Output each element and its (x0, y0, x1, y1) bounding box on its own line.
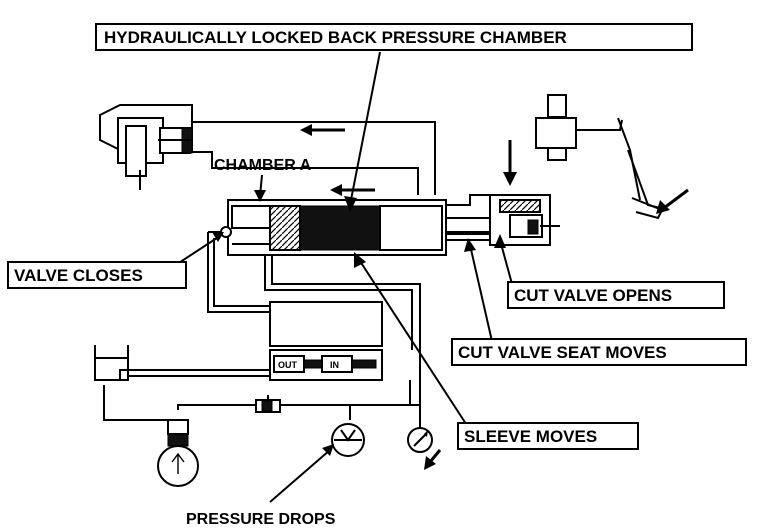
callout-valve-closes: VALVE CLOSES (7, 261, 187, 289)
port-out-label: OUT (278, 360, 298, 370)
pressure-switch (331, 423, 365, 457)
callout-cut-valve-opens: CUT VALVE OPENS (507, 281, 725, 309)
cut-valve-opens-text: CUT VALVE OPENS (514, 286, 672, 305)
sleeve-moves-text: SLEEVE MOVES (464, 427, 597, 446)
fluid-lines (103, 232, 421, 440)
pump-motor (157, 419, 199, 487)
chamber-a-label: CHAMBER A (214, 157, 312, 174)
pressure-gauge (407, 427, 442, 470)
caliper-pipe (192, 121, 436, 195)
callout-top: HYDRAULICALLY LOCKED BACK PRESSURE CHAMB… (95, 23, 693, 51)
valve-closes-text: VALVE CLOSES (14, 266, 143, 285)
port-in-label: IN (330, 360, 339, 370)
cut-valve-rod (445, 194, 517, 241)
callout-cut-valve-seat-moves: CUT VALVE SEAT MOVES (451, 338, 747, 366)
callout-top-text: HYDRAULICALLY LOCKED BACK PRESSURE CHAMB… (104, 28, 567, 47)
callout-sleeve-moves: SLEEVE MOVES (457, 422, 639, 450)
pressure-drops-label: PRESSURE DROPS (186, 511, 336, 528)
brake-pedal (535, 94, 689, 220)
cut-valve-seat-moves-text: CUT VALVE SEAT MOVES (458, 343, 667, 362)
main-cylinder (208, 184, 447, 256)
check-valve (255, 399, 281, 413)
brake-caliper (99, 104, 193, 190)
reservoir (94, 345, 129, 381)
pump-block: OUT IN (269, 301, 383, 381)
